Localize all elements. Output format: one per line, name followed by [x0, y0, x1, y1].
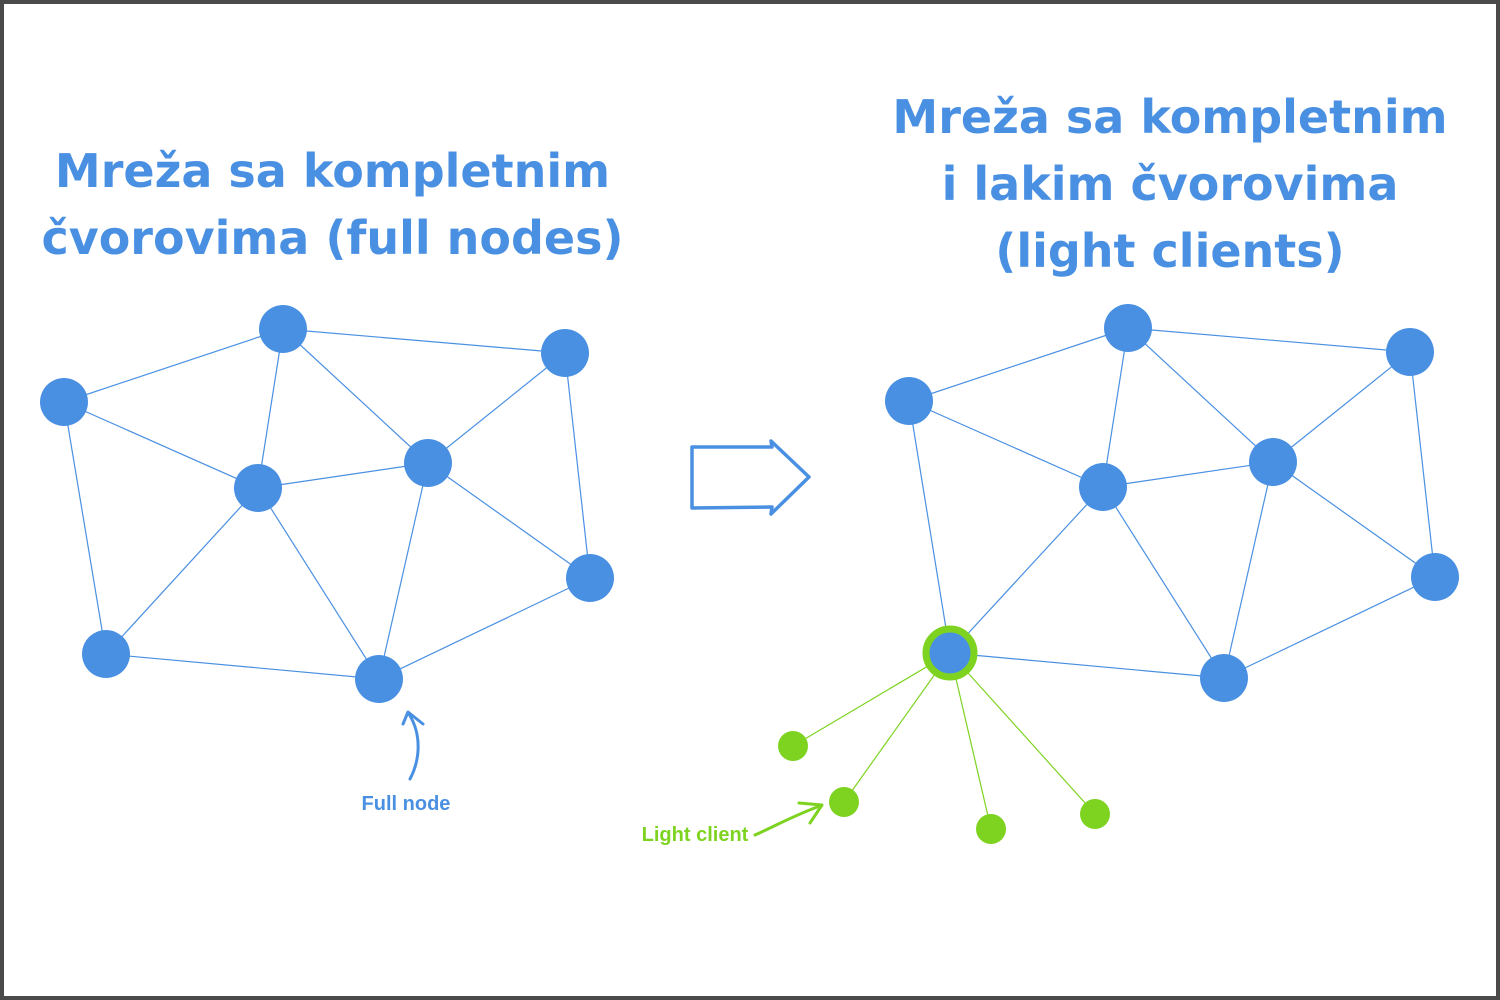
network-edge: [427, 352, 566, 464]
full-node: [1411, 553, 1459, 601]
network-edge: [63, 401, 259, 489]
network-edge: [105, 487, 259, 655]
light-client-edge: [843, 652, 951, 803]
light-client-edge: [949, 652, 992, 830]
full-node: [404, 439, 452, 487]
network-edge: [282, 328, 429, 464]
title-line: i lakim čvorovima: [941, 157, 1399, 211]
full-node-serving-light-clients: [922, 625, 978, 681]
network-edge: [378, 462, 429, 680]
full-nodes-network-title: Mreža sa kompletnim čvorovima (full node…: [0, 138, 665, 272]
mixed-network-title: Mreža sa kompletnim i lakim čvorovima (l…: [860, 84, 1480, 285]
full-nodes-network: [40, 305, 614, 703]
network-edge: [1127, 327, 1411, 353]
curved-arrow-icon: [753, 804, 822, 837]
full-node: [1079, 463, 1127, 511]
network-edge: [63, 328, 284, 403]
full-node: [40, 378, 88, 426]
full-node: [355, 655, 403, 703]
network-edge: [282, 328, 566, 354]
full-node: [234, 464, 282, 512]
curved-arrow-icon: [407, 712, 420, 781]
network-edge: [1409, 351, 1436, 578]
network-edge: [1127, 327, 1274, 463]
right-arrow-outline-icon: [690, 439, 811, 516]
full-node: [1200, 654, 1248, 702]
full-node: [1104, 304, 1152, 352]
light-client-node: [1080, 799, 1110, 829]
network-edge: [564, 352, 591, 579]
network-edge: [908, 400, 951, 654]
curved-arrow-icon: [797, 801, 824, 825]
network-edge: [1102, 461, 1274, 488]
light-client-node: [976, 814, 1006, 844]
full-node: [566, 554, 614, 602]
curved-arrow-icon: [401, 710, 425, 726]
network-edge: [257, 462, 429, 489]
network-edge: [908, 400, 1104, 488]
title-line: Mreža sa kompletnim: [892, 90, 1448, 144]
network-edge: [427, 462, 591, 579]
full-node: [885, 377, 933, 425]
network-edge: [1272, 461, 1436, 578]
network-edge: [1102, 486, 1225, 679]
light-client-edge: [792, 652, 951, 747]
network-edge: [949, 486, 1104, 654]
network-edge: [105, 653, 380, 680]
mixed-network: [778, 304, 1459, 844]
network-edge: [1272, 351, 1411, 463]
full-node: [1386, 328, 1434, 376]
light-client-node: [829, 787, 859, 817]
network-edge: [1223, 461, 1274, 679]
title-line: Mreža sa kompletnim: [54, 144, 611, 198]
light-client-label: Light client: [642, 824, 749, 846]
network-edge: [1223, 576, 1436, 679]
network-edge: [908, 327, 1129, 402]
full-node: [1249, 438, 1297, 486]
network-edge: [949, 652, 1225, 679]
full-node-label: Full node: [362, 793, 451, 815]
network-edge: [257, 328, 284, 489]
title-line: (light clients): [995, 224, 1345, 278]
light-client-node: [778, 731, 808, 761]
network-edge: [1102, 327, 1129, 488]
full-node: [259, 305, 307, 353]
light-client-edge: [949, 652, 1096, 815]
title-line: čvorovima (full nodes): [41, 211, 624, 265]
full-node: [82, 630, 130, 678]
network-edge: [378, 577, 591, 680]
full-node: [541, 329, 589, 377]
network-edge: [257, 487, 380, 680]
network-edge: [63, 401, 107, 655]
